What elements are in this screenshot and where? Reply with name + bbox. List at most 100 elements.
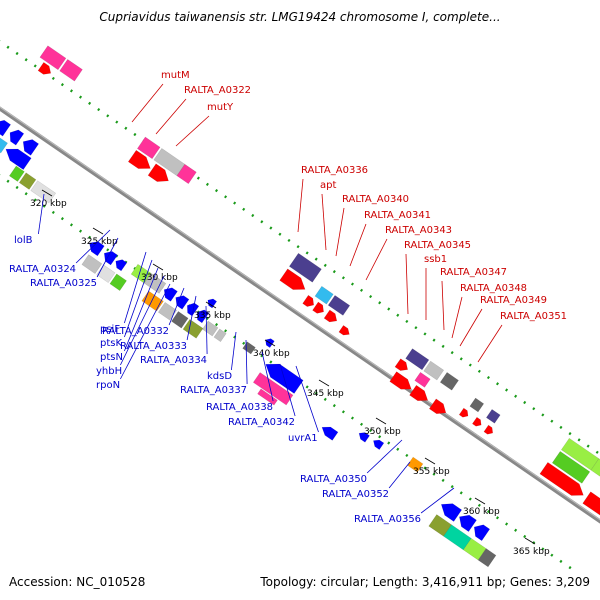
reverse-leader-line [205, 305, 208, 355]
reverse-gene [22, 139, 40, 156]
reverse-gene-label: RALTA_A0342 [228, 417, 295, 428]
forward-gene-label: RALTA_A0349 [480, 295, 547, 306]
tick-label: 345 kbp [307, 389, 344, 399]
reverse-gene [163, 287, 178, 302]
reverse-gene [81, 254, 103, 274]
reverse-gene [141, 290, 164, 312]
genome-summary: Topology: circular; Length: 3,416,911 bp… [260, 575, 590, 589]
reverse-leader-line [186, 295, 197, 341]
forward-gene-label: RALTA_A0343 [385, 225, 452, 236]
reverse-gene [358, 432, 370, 443]
reverse-gene [182, 318, 204, 339]
reverse-leader-line [124, 259, 153, 338]
tick-label: 365 kbp [513, 547, 550, 557]
reverse-gene [143, 272, 167, 294]
reverse-gene-label: uvrA1 [288, 433, 318, 444]
forward-gene [582, 491, 600, 521]
forward-gene [439, 372, 459, 391]
reverse-gene [103, 251, 118, 266]
forward-gene [314, 285, 334, 305]
forward-leader-line [441, 280, 445, 331]
reverse-gene-label: ptsK [100, 338, 122, 349]
forward-gene [405, 348, 430, 371]
reverse-gene [373, 439, 385, 450]
forward-leader-line [131, 83, 164, 123]
forward-gene [136, 136, 161, 160]
reverse-gene [18, 172, 37, 190]
forward-gene-label: RALTA_A0351 [500, 311, 567, 322]
tick-label: 325 kbp [81, 237, 118, 247]
tick-label: 350 kbp [364, 427, 401, 437]
tick-label: 330 kbp [141, 273, 178, 283]
gene-labels: mutMRALTA_A0322mutYRALTA_A0336aptRALTA_A… [9, 70, 567, 525]
forward-gene-label: apt [320, 180, 336, 191]
accession-label: Accession: NC_010528 [9, 575, 146, 589]
reverse-gene [463, 537, 487, 561]
forward-gene-label: RALTA_A0345 [404, 240, 471, 251]
reverse-gene [115, 259, 128, 272]
reverse-gene [157, 302, 177, 321]
forward-gene [539, 461, 584, 496]
map-title: Cupriavidus taiwanensis str. LMG19424 ch… [99, 10, 501, 24]
tick-mark [575, 578, 585, 584]
reverse-leader-line [124, 251, 147, 324]
reverse-gene-label: RALTA_A0356 [354, 514, 421, 525]
reverse-gene [202, 320, 219, 337]
reverse-gene-label: lolB [14, 235, 33, 246]
forward-gene [59, 59, 83, 82]
tick-mark [474, 497, 486, 505]
forward-gene [37, 61, 52, 75]
reverse-gene-label: ptsN [100, 352, 123, 363]
forward-gene [302, 294, 315, 307]
reverse-gene-label: RALTA_A0333 [120, 341, 187, 352]
forward-gene [551, 451, 591, 484]
reverse-leader-line [388, 461, 411, 489]
reverse-gene-label: rpoN [96, 380, 120, 391]
tick-mark [92, 227, 104, 235]
reverse-gene [130, 263, 152, 284]
reverse-gene [89, 241, 105, 257]
forward-gene [472, 416, 482, 427]
forward-gene [323, 309, 338, 323]
reverse-leader-line [420, 487, 455, 514]
forward-leader-line [335, 207, 345, 257]
reverse-gene [213, 328, 227, 343]
forward-gene [469, 397, 485, 413]
reverse-leader-line [120, 283, 171, 380]
reverse-gene-label: kdsD [207, 371, 232, 382]
forward-gene [288, 252, 322, 283]
forward-gene [39, 45, 67, 71]
forward-gene [428, 398, 447, 414]
reverse-gene [321, 426, 339, 441]
reverse-leader-line [168, 287, 185, 326]
reverse-leader-line [245, 339, 248, 385]
forward-gene [394, 358, 408, 371]
reverse-leader-line [295, 365, 319, 433]
forward-gene [338, 325, 350, 336]
reverse-gene-label: psiF [100, 324, 120, 335]
forward-gene [153, 148, 186, 177]
forward-gene [279, 268, 306, 290]
reverse-leader-line [75, 229, 111, 264]
reverse-gene-label: RALTA_A0324 [9, 264, 76, 275]
tick-mark [205, 301, 217, 309]
forward-gene [590, 458, 600, 496]
forward-gene [312, 301, 324, 314]
reverse-gene [30, 180, 57, 204]
reverse-gene-label: RALTA_A0338 [206, 402, 273, 413]
forward-leader-line [459, 308, 483, 347]
reverse-leader-line [261, 351, 274, 402]
reverse-gene [171, 311, 189, 329]
forward-gene-label: RALTA_A0347 [440, 267, 507, 278]
forward-leader-line [155, 98, 187, 135]
tick-label: 360 kbp [463, 507, 500, 517]
tick-mark [375, 417, 387, 425]
reverse-gene [9, 129, 25, 146]
reverse-gene [109, 273, 127, 291]
reverse-gene [5, 148, 32, 171]
forward-leader-line [349, 223, 367, 267]
forward-gene [560, 437, 600, 471]
forward-gene [147, 163, 169, 182]
forward-gene [414, 371, 431, 388]
forward-gene-label: mutY [207, 102, 234, 113]
